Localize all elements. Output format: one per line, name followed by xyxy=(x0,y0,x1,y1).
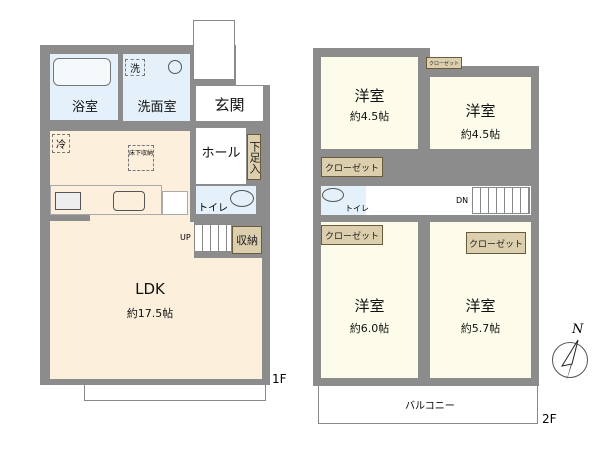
stairs-1f[interactable] xyxy=(194,224,232,252)
fridge-label: 冷 xyxy=(52,134,70,153)
washroom-label: 洗面室 xyxy=(137,100,177,115)
kitchen-sink-icon xyxy=(113,191,145,211)
closet-se: クローゼット xyxy=(466,232,526,254)
underfloor-storage: 床下収納 xyxy=(128,145,154,171)
toilet-2f-label: トイレ xyxy=(345,204,369,213)
toilet-1f-label: トイレ xyxy=(198,203,228,214)
compass: N xyxy=(548,322,592,386)
entrance-label: 玄関 xyxy=(214,96,245,114)
room-ne xyxy=(430,77,531,149)
compass-needle-icon xyxy=(560,339,579,382)
washer-label: 洗 xyxy=(125,59,145,76)
room-se-size: 約5.7帖 xyxy=(460,322,501,335)
compass-label: N xyxy=(572,322,584,337)
balcony-label: バルコニー xyxy=(405,401,455,412)
room-nw xyxy=(321,57,418,149)
storage-1f: 収納 xyxy=(232,226,262,254)
closet-sw: クローゼット xyxy=(321,225,383,245)
room-se-label: 洋室 xyxy=(465,297,496,315)
room-sw-size: 約6.0帖 xyxy=(349,322,390,335)
ldk-size: 約17.5帖 xyxy=(126,307,174,320)
floor-1-label: 1F xyxy=(272,372,287,386)
room-nw-size: 約4.5帖 xyxy=(349,110,390,123)
stairs-2f[interactable] xyxy=(472,187,530,214)
up-label: UP xyxy=(180,233,191,242)
room-ne-size: 約4.5帖 xyxy=(460,128,501,141)
stove-icon xyxy=(55,192,81,210)
ldk xyxy=(50,131,190,379)
room-ne-label: 洋室 xyxy=(465,102,496,120)
entrance xyxy=(196,86,263,121)
room-sw xyxy=(321,222,418,378)
closet-small: クローゼット xyxy=(426,57,462,69)
closet-nw: クローゼット xyxy=(321,157,383,177)
floor-2-label: 2F xyxy=(542,412,557,426)
balcony xyxy=(318,386,538,424)
sink-icon xyxy=(168,60,182,74)
shoe-storage: 下足入 xyxy=(247,134,261,180)
toilet-icon xyxy=(230,190,254,207)
hall xyxy=(196,128,246,184)
bathtub-icon xyxy=(53,58,111,86)
room-nw-label: 洋室 xyxy=(354,87,385,105)
hall-label: ホール xyxy=(201,146,241,161)
toilet-icon xyxy=(322,188,344,202)
bath-label: 浴室 xyxy=(71,100,98,115)
dn-label: DN xyxy=(456,196,469,205)
ldk-label: LDK xyxy=(135,280,165,298)
room-sw-label: 洋室 xyxy=(354,297,385,315)
